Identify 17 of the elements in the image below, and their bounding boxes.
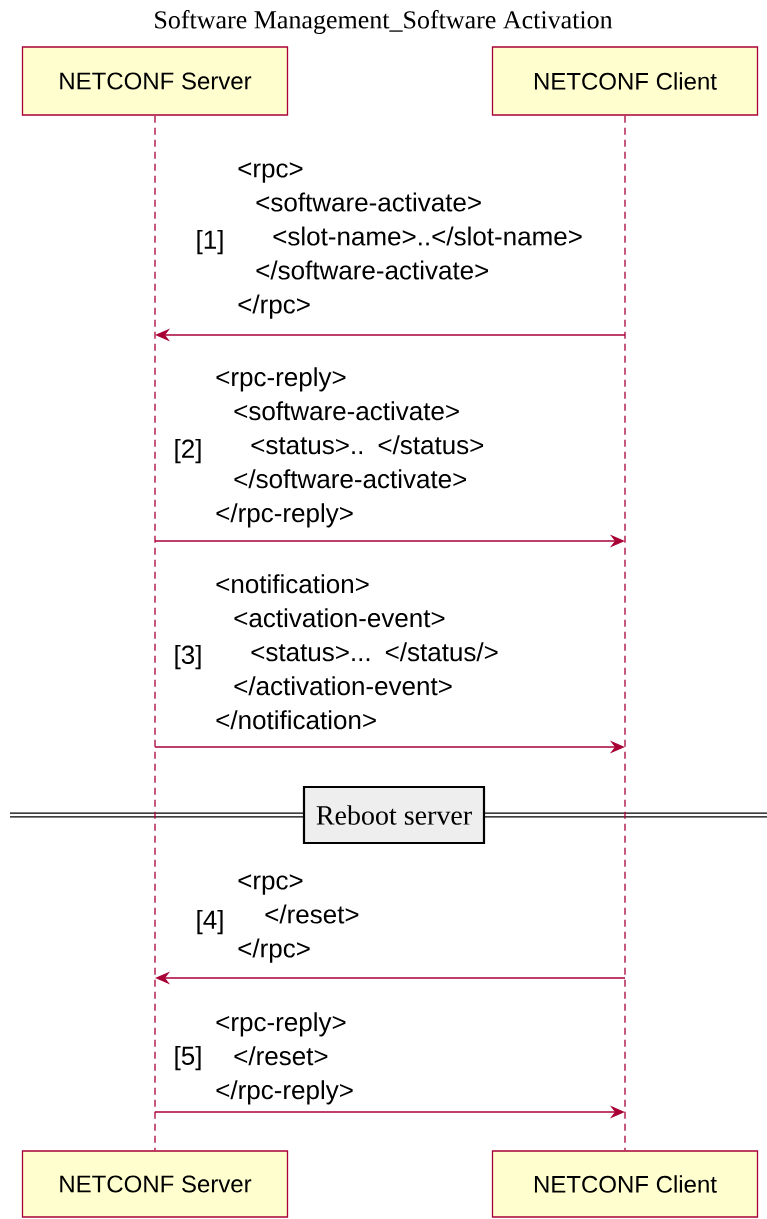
- edge-label: <notification> <activation-event> <status>... </status/> </activation-event> </notification>: [216, 574, 498, 730]
- edge-label: <rpc> <software-activate> <slot-name>..</slot-name> </software-activate> </rpc>: [238, 162, 582, 319]
- lifeline: [624, 115, 626, 1151]
- step-number: [4]: [197, 909, 223, 935]
- step-number: [5]: [175, 1045, 201, 1071]
- lifeline: [154, 115, 156, 1151]
- participant-box: NETCONF Server: [21, 1150, 289, 1218]
- step-number: [1]: [197, 229, 223, 255]
- participant-box: NETCONF Client: [491, 46, 759, 116]
- edge-label: <rpc-reply> <software-activate> <status>.. </status> </software-activate> </rpc-reply>: [216, 367, 484, 528]
- title: Software Management_Software Activation: [155, 10, 613, 34]
- participant-box: NETCONF Server: [21, 46, 289, 116]
- step-number: [3]: [175, 644, 201, 670]
- edge-label: <rpc> </reset> </rpc>: [238, 874, 359, 963]
- step-number: [2]: [175, 438, 201, 464]
- edge-label: <rpc-reply> </reset> </rpc-reply>: [216, 1012, 353, 1105]
- participant-box: NETCONF Client: [491, 1150, 759, 1218]
